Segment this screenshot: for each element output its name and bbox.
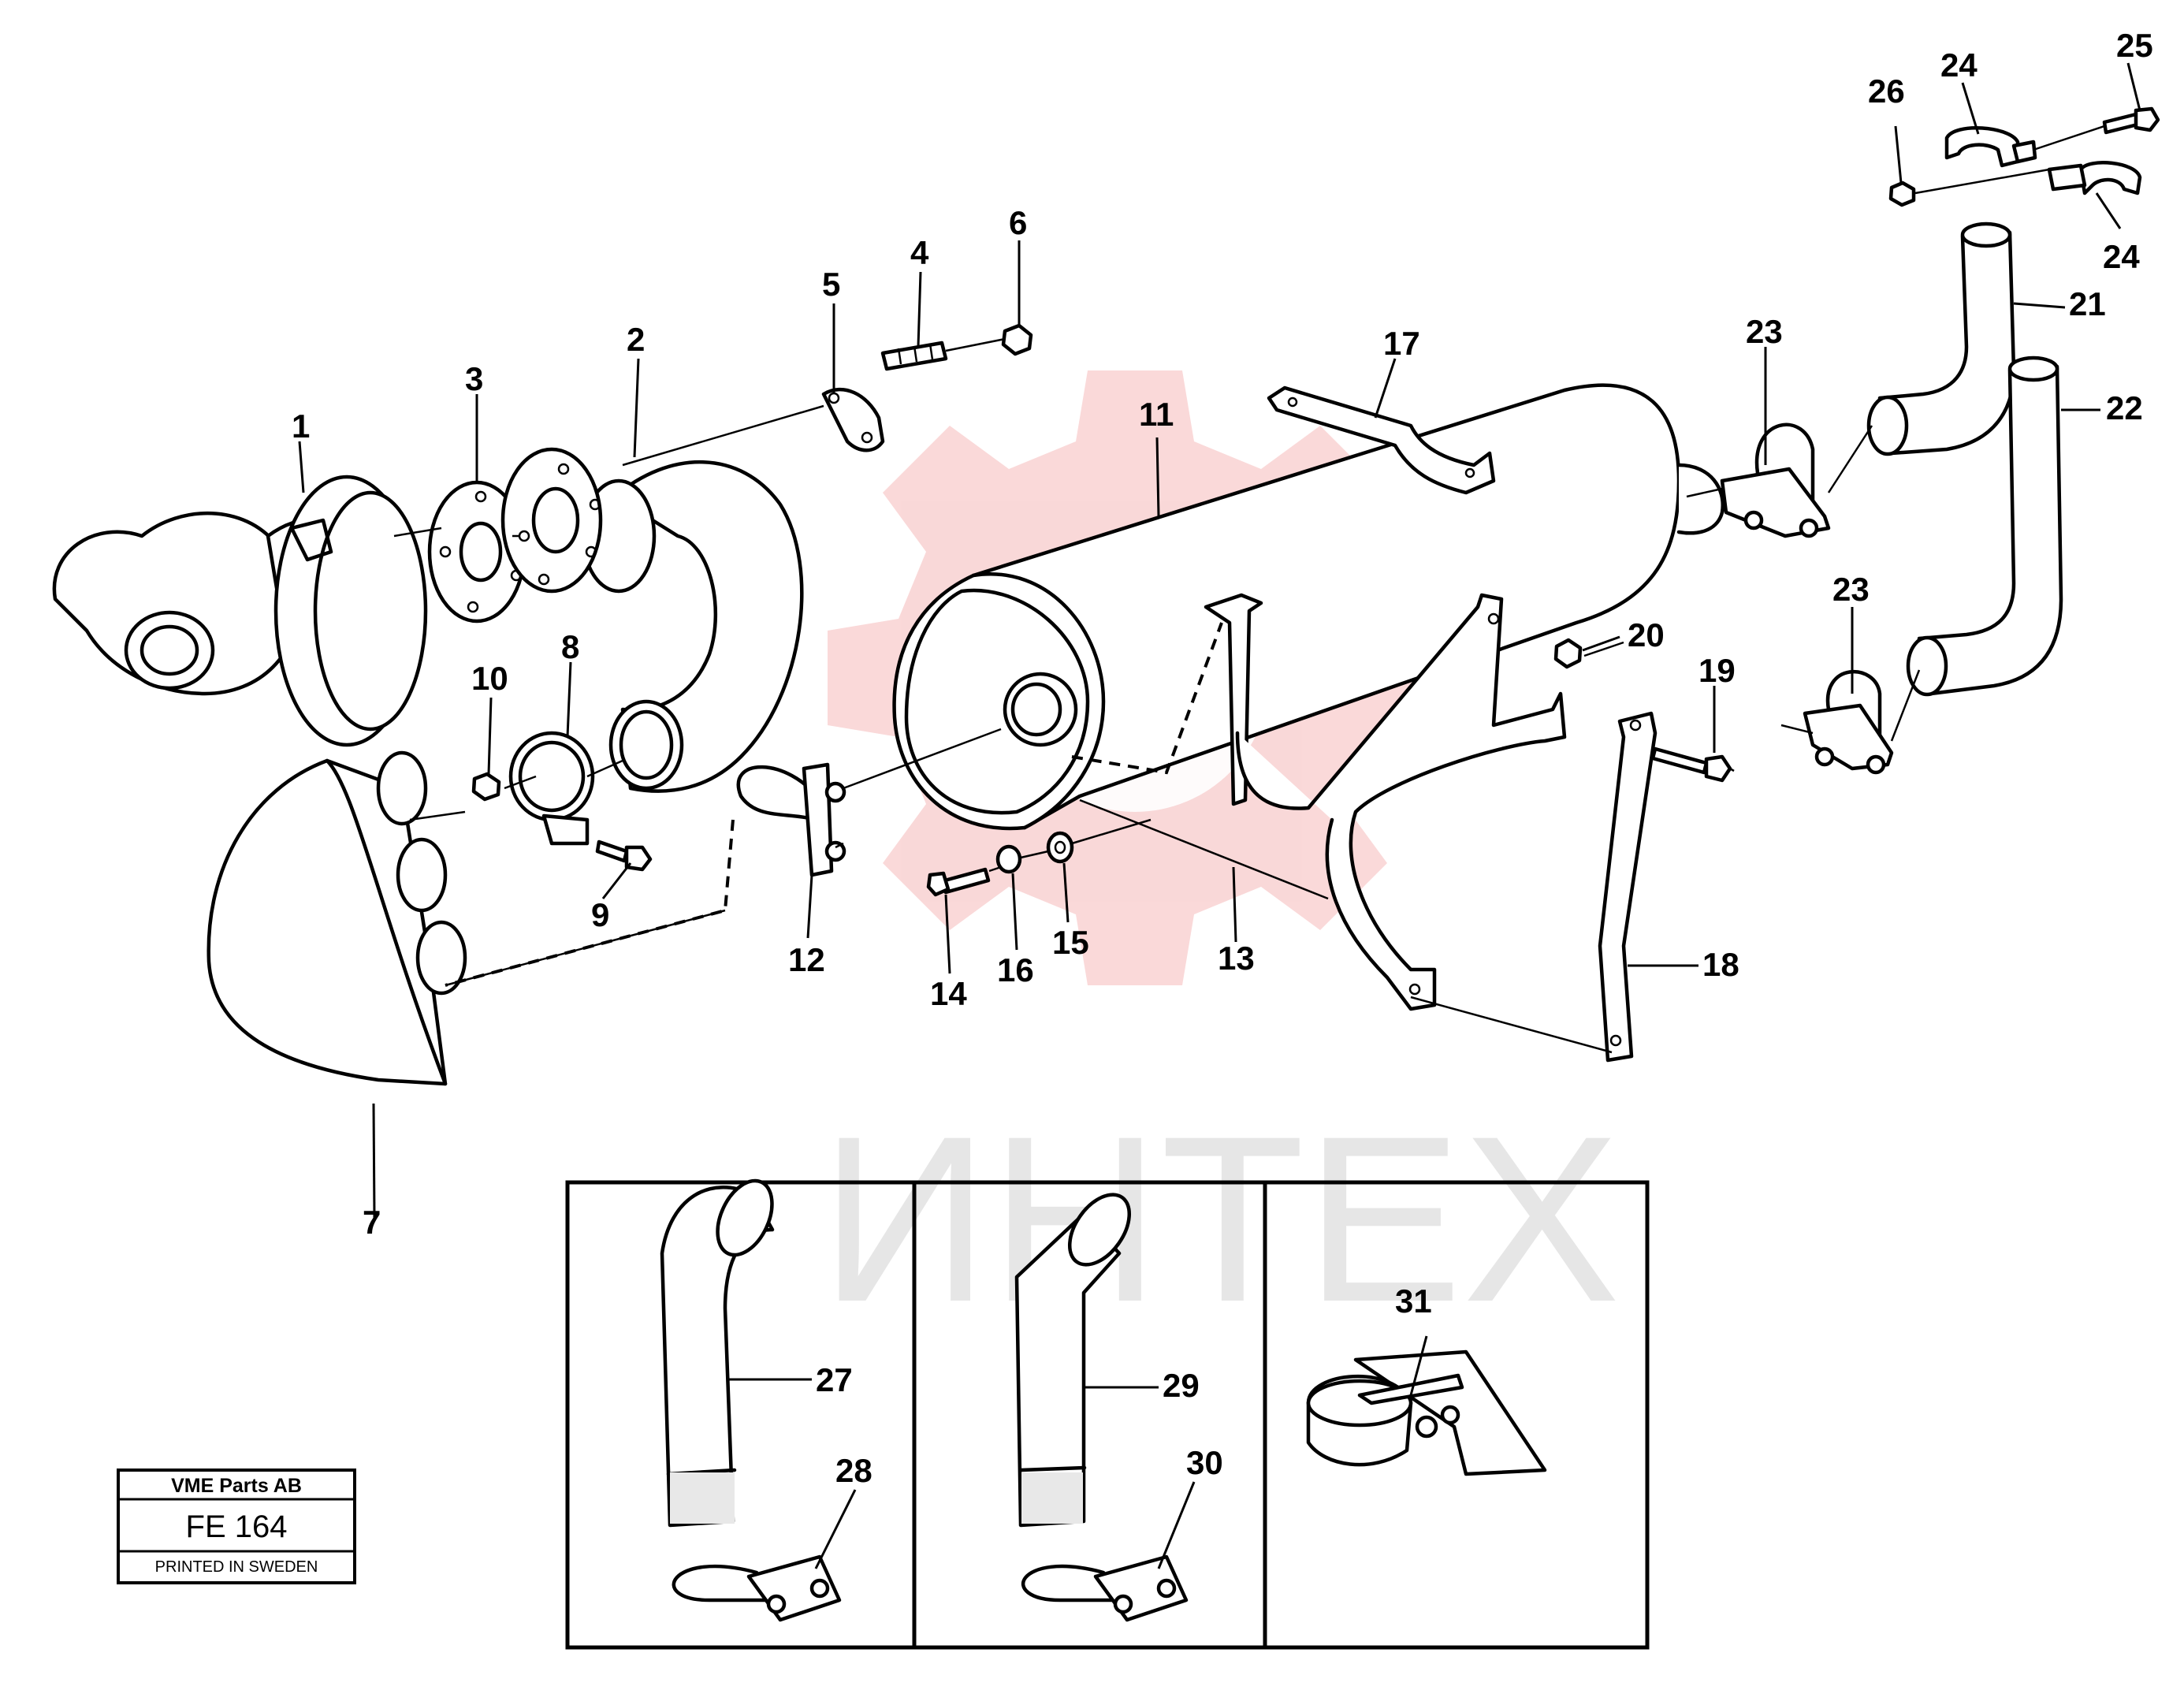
callout-31: 31 (1395, 1282, 1432, 1320)
turbocharger (52, 475, 428, 747)
callout-19: 19 (1698, 652, 1736, 689)
title-code: FE 164 (186, 1509, 288, 1544)
callout-27: 27 (816, 1361, 853, 1398)
nut-20 (1553, 638, 1583, 669)
washer-15 (1046, 831, 1074, 864)
clamp-24-lower (2047, 161, 2142, 195)
callout-30: 30 (1186, 1444, 1223, 1481)
callout-labels: 1 2 3 4 5 6 7 8 9 10 11 12 13 14 15 16 1… (292, 27, 2153, 1489)
lock-plate (821, 387, 885, 452)
callout-28: 28 (835, 1452, 872, 1489)
title-printed: PRINTED IN SWEDEN (155, 1558, 318, 1576)
callout-23-upper: 23 (1746, 313, 1783, 350)
callout-6: 6 (1009, 204, 1027, 241)
callout-7: 7 (363, 1204, 381, 1241)
bolt-14 (926, 867, 991, 897)
rain-cap-31 (1306, 1349, 1547, 1476)
assembly-lines (393, 125, 2105, 1054)
bolt-19 (1650, 746, 1732, 783)
callout-15: 15 (1052, 924, 1089, 961)
callout-25: 25 (2116, 27, 2153, 64)
callout-20: 20 (1628, 616, 1665, 653)
u-bolt-23-upper (1720, 422, 1831, 538)
callout-4: 4 (910, 234, 929, 271)
nut-26 (1888, 181, 1916, 207)
exhaust-manifold (206, 750, 467, 1086)
watermark-text: ИНТЕХ (820, 1086, 1620, 1351)
callout-leaders (298, 62, 2141, 1569)
callout-1: 1 (292, 408, 310, 445)
callout-10: 10 (471, 660, 508, 697)
clamp-24-upper (1944, 126, 2037, 168)
washer-16 (995, 844, 1022, 874)
pipe-clamp-8 (508, 731, 595, 846)
callout-9: 9 (591, 896, 609, 933)
nut-6 (1001, 323, 1033, 356)
callout-17: 17 (1383, 325, 1420, 362)
callout-2: 2 (627, 321, 645, 358)
stud (880, 341, 948, 371)
u-clamp-12 (736, 762, 846, 877)
callout-16: 16 (997, 951, 1034, 988)
callout-23-lower: 23 (1832, 571, 1870, 608)
callout-8: 8 (561, 628, 579, 665)
curved-stack-pipe-27 (660, 1178, 775, 1528)
title-company: VME Parts AB (171, 1475, 302, 1497)
callout-12: 12 (788, 941, 825, 978)
callout-21: 21 (2069, 285, 2106, 322)
callout-5: 5 (822, 266, 840, 303)
nut-10 (471, 772, 501, 802)
callout-11: 11 (1139, 396, 1174, 433)
callout-3: 3 (465, 360, 483, 397)
tail-pipe-21 (1866, 221, 2016, 456)
u-bolt-23-lower (1803, 669, 1894, 775)
u-clamp-28 (672, 1554, 842, 1622)
callout-22: 22 (2106, 389, 2143, 426)
bolt-25 (2102, 106, 2160, 135)
muffler (892, 383, 1725, 831)
callout-26: 26 (1868, 73, 1905, 110)
inset-box (565, 1180, 1650, 1650)
strap-17 (1267, 385, 1496, 495)
callout-29: 29 (1163, 1367, 1200, 1404)
stay-18 (1598, 711, 1658, 1063)
callout-24-upper: 24 (1940, 47, 1978, 84)
title-block: VME Parts AB FE 164 PRINTED IN SWEDEN (117, 1469, 356, 1584)
callout-24-lower: 24 (2103, 238, 2140, 275)
callout-18: 18 (1702, 946, 1739, 983)
callout-14: 14 (930, 975, 967, 1012)
tail-pipe-22 (1906, 355, 2063, 697)
angled-stack-pipe-29 (1014, 1193, 1132, 1528)
bolt-9 (595, 839, 653, 872)
callout-13: 13 (1218, 940, 1255, 977)
bracket-13 (1204, 593, 1567, 1011)
elbow-pipe (500, 447, 804, 793)
u-clamp-30 (1021, 1554, 1189, 1622)
